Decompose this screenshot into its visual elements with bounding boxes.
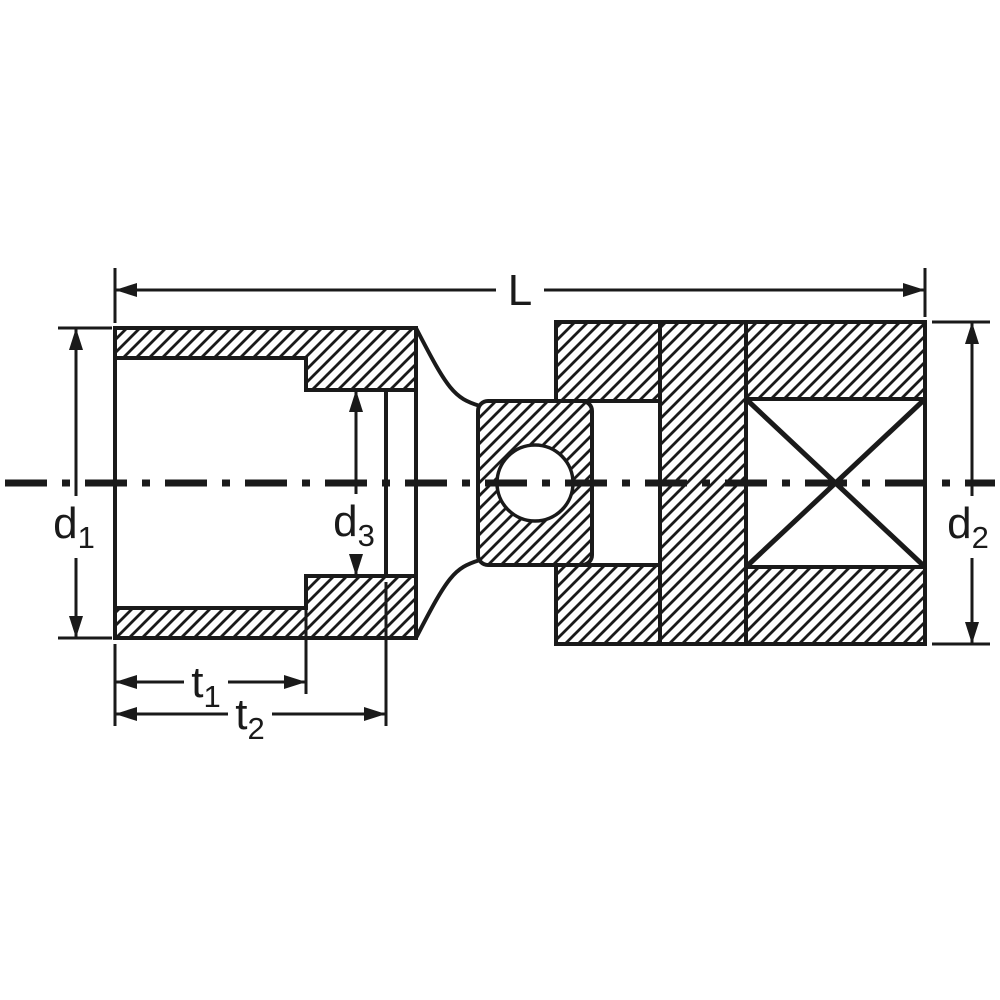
- drive-body-right-section: [554, 320, 927, 646]
- right-fork-bottom-wall: [554, 563, 662, 646]
- left-yoke-neck-top: [414, 327, 481, 408]
- label-d2: d2: [947, 499, 989, 555]
- dimension-L: [113, 268, 927, 323]
- label-d3: d3: [333, 497, 375, 553]
- label-d1: d1: [53, 499, 95, 555]
- dimension-d2: [932, 320, 990, 646]
- label-t2: t2: [235, 690, 264, 746]
- label-L: L: [508, 266, 532, 315]
- dimension-annotations: [58, 268, 990, 726]
- label-t1: t1: [191, 658, 220, 714]
- drive-top-wall: [744, 320, 927, 401]
- dimension-d1: [58, 326, 112, 640]
- drive-bottom-wall: [744, 565, 927, 646]
- left-yoke-neck-bottom: [414, 558, 481, 639]
- right-fork-top-wall: [554, 320, 662, 403]
- dimension-t2: [115, 582, 388, 726]
